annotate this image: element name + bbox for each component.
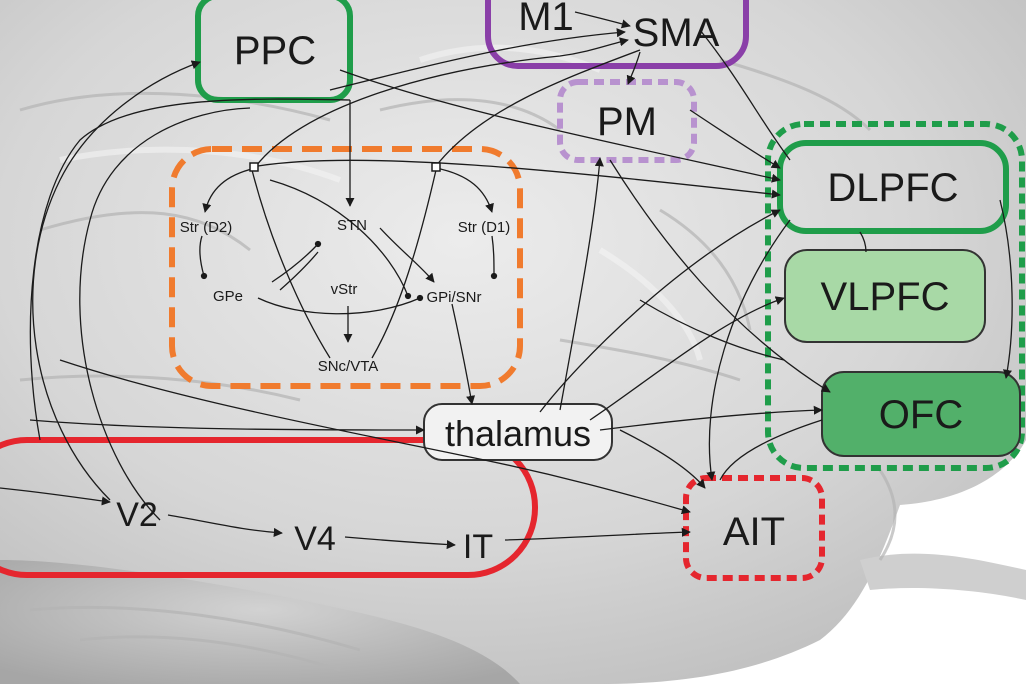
edge-thalamus-dlpfc <box>539 209 781 413</box>
edge-bg-sma <box>255 37 629 167</box>
label-pm: PM <box>597 100 657 144</box>
edge-thalamus-ofc <box>599 405 823 431</box>
label-str-d1: Str (D1) <box>458 219 511 236</box>
basal-ganglia-box <box>169 146 523 389</box>
edge-gpi-thalamus <box>451 303 476 405</box>
brainstem-edge <box>860 553 1026 600</box>
edge-ofc-ait <box>719 419 823 481</box>
edge-to-ait <box>59 359 691 515</box>
edge-thalamus-ait <box>619 429 706 489</box>
edge-gpe-stn <box>271 240 322 283</box>
edge-m1-sma <box>574 11 631 29</box>
edge-dlpfc-vlpfc <box>859 231 867 253</box>
edge-in-str-d2 <box>202 167 257 213</box>
edge-pm-ofc <box>609 159 831 393</box>
label-v4: V4 <box>294 520 336 558</box>
vlpfc-box <box>784 249 986 343</box>
label-stn: STN <box>337 217 367 234</box>
connections <box>0 11 1013 550</box>
edge-it-ait <box>504 527 691 541</box>
edge-pm-dlpfc <box>689 109 781 169</box>
label-sma: SMA <box>633 11 720 55</box>
label-gpe: GPe <box>213 288 243 305</box>
edge-v2-ppc <box>32 60 201 501</box>
edge-sma-dlpfc <box>699 29 791 161</box>
label-dlpfc: DLPFC <box>827 166 958 210</box>
label-v2: V2 <box>116 496 158 534</box>
label-m1: M1 <box>518 0 574 39</box>
label-thalamus: thalamus <box>445 413 591 454</box>
edge-in-str-d1 <box>435 167 494 213</box>
edge-strd2-gpe <box>199 235 208 280</box>
str-d2-terminal <box>249 162 259 172</box>
edge-ppc-dlpfc <box>339 69 781 183</box>
edge-mid-ofc <box>639 299 785 361</box>
pfc-outer-box <box>765 121 1025 471</box>
edge-strd1-snc <box>371 169 437 359</box>
edge-cortex-thalamus <box>29 419 425 435</box>
edge-cortical-loop <box>29 98 351 441</box>
edge-stn-gpi <box>379 227 435 283</box>
edge-ppc-sma <box>329 28 626 91</box>
edge-bg-motor <box>435 49 641 167</box>
label-snc-vta: SNc/VTA <box>318 358 379 375</box>
edge-thalamus-vlpfc <box>589 296 785 421</box>
dlpfc-box <box>777 140 1009 234</box>
edge-gpe-gpi <box>257 294 424 315</box>
edge-v4-loop <box>79 107 251 521</box>
edge-thalamus-pm <box>559 157 604 411</box>
label-ofc: OFC <box>879 393 963 437</box>
region-labels: PPC M1 SMA PM DLPFC VLPFC OFC thalamus A… <box>116 0 963 566</box>
label-gpi-snr: GPi/SNr <box>426 289 481 306</box>
visual-stream-outline <box>0 437 538 578</box>
edge-strd2-snc <box>251 169 331 359</box>
label-vstr: vStr <box>331 281 358 298</box>
cerebellum <box>0 560 520 684</box>
label-str-d2: Str (D2) <box>180 219 233 236</box>
edge-gpe-stn-2 <box>279 251 319 291</box>
edge-strd1-gpi <box>490 235 498 280</box>
label-ppc: PPC <box>234 29 316 73</box>
edge-dlpfc-ofc <box>999 199 1013 379</box>
edge-input-v2 <box>0 487 111 506</box>
edge-sma-pm <box>626 51 641 85</box>
label-ait: AIT <box>723 510 785 554</box>
edge-str-dlpfc <box>257 159 781 199</box>
basal-ganglia-labels: Str (D2) STN Str (D1) GPe vStr GPi/SNr S… <box>180 217 511 375</box>
edge-str-gpi <box>269 179 412 300</box>
ppc-box <box>195 0 353 103</box>
edge-v4-it <box>344 536 456 550</box>
edge-dlpfc-ait <box>706 219 791 481</box>
edge-v2-v4 <box>167 514 283 537</box>
motor-box <box>485 0 749 69</box>
region-boxes <box>0 0 1025 581</box>
label-vlpfc: VLPFC <box>821 275 950 319</box>
str-d1-terminal <box>431 162 441 172</box>
label-it: IT <box>463 528 493 566</box>
